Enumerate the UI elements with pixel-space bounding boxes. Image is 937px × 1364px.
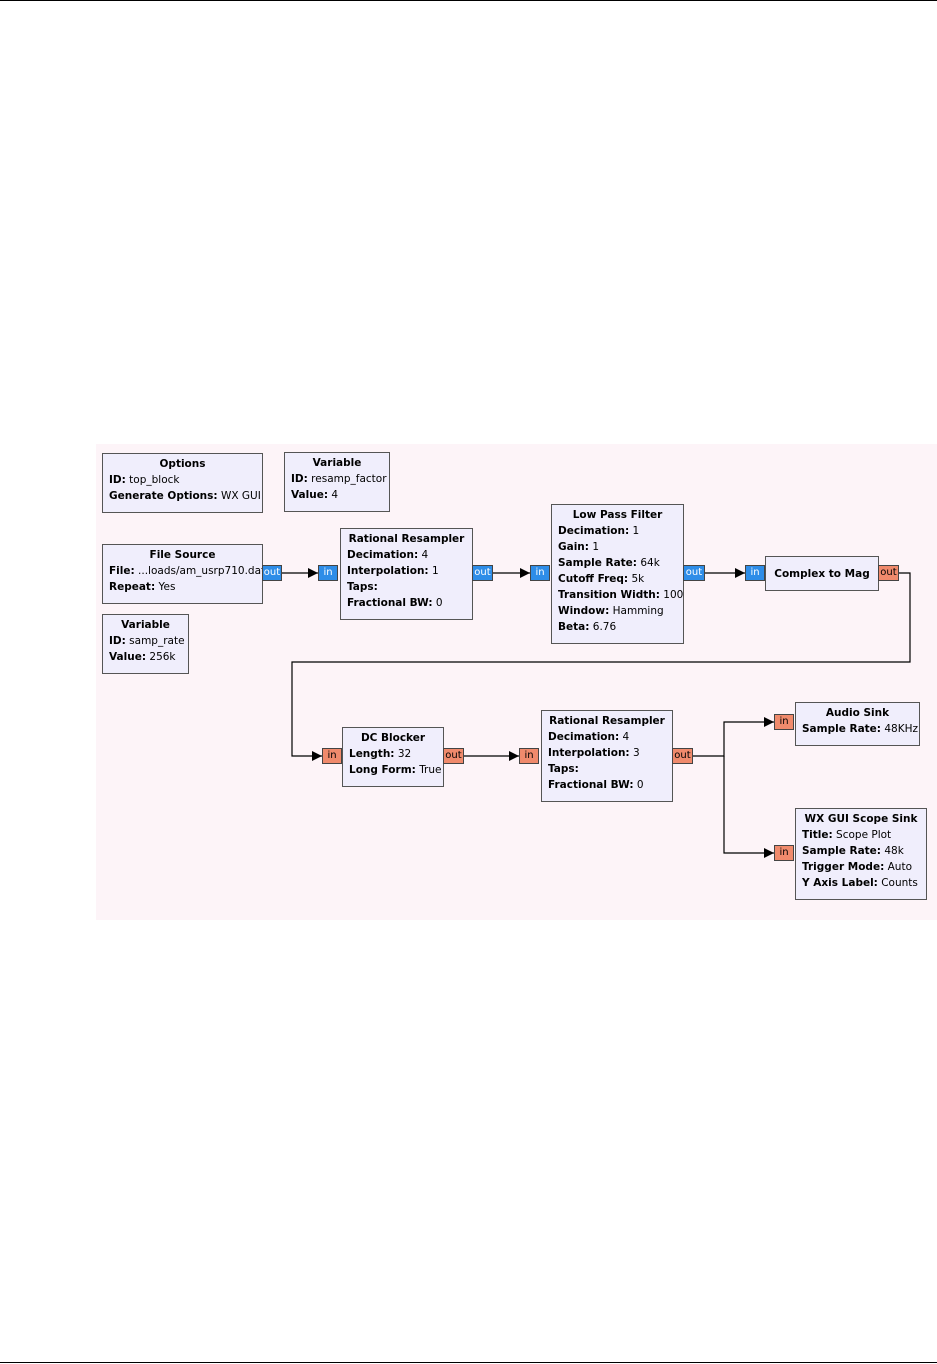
param-sample-rate: Sample Rate: 48KHz xyxy=(802,723,918,735)
param-decimation: Decimation: 4 xyxy=(548,731,630,743)
param-beta: Beta: 6.76 xyxy=(558,621,617,633)
scope-sink-in-port[interactable]: in xyxy=(774,845,794,861)
block-title: Complex to Mag xyxy=(774,567,870,580)
param-decimation: Decimation: 4 xyxy=(347,549,429,561)
wx-gui-scope-sink-block[interactable]: WX GUI Scope Sink Title: Scope Plot Samp… xyxy=(795,808,927,900)
block-title: Rational Resampler xyxy=(549,715,665,727)
complex-to-mag-block[interactable]: Complex to Mag xyxy=(765,556,879,591)
page-bottom-rule xyxy=(0,1362,937,1363)
param-id: ID: resamp_factor xyxy=(291,473,387,485)
variable-samp-rate-block[interactable]: Variable ID: samp_rate Value: 256k xyxy=(102,614,189,674)
wire-resampler2-to-scope-sink xyxy=(723,756,774,858)
param-generate-options: Generate Options: WX GUI xyxy=(109,490,261,502)
block-title: Variable xyxy=(312,457,362,469)
block-title: Variable xyxy=(121,619,170,631)
resampler1-out-port[interactable]: out xyxy=(472,565,493,581)
rational-resampler-2-block[interactable]: Rational Resampler Decimation: 4 Interpo… xyxy=(541,710,673,802)
dc-blocker-in-port[interactable]: in xyxy=(322,748,342,764)
connection-wires xyxy=(282,568,911,858)
audio-sink-in-port[interactable]: in xyxy=(774,714,794,730)
low-pass-filter-block[interactable]: Low Pass Filter Decimation: 1 Gain: 1 Sa… xyxy=(551,504,684,644)
lpf-in-port[interactable]: in xyxy=(530,565,550,581)
param-decimation: Decimation: 1 xyxy=(558,525,640,537)
resampler1-in-port[interactable]: in xyxy=(318,565,338,581)
dc-blocker-block[interactable]: DC Blocker Length: 32 Long Form: True xyxy=(342,727,444,787)
param-cutoff-freq: Cutoff Freq: 5k xyxy=(558,573,645,585)
param-file: File: ...loads/am_usrp710.dat xyxy=(109,565,266,577)
param-sample-rate: Sample Rate: 64k xyxy=(558,557,660,569)
resampler2-out-port[interactable]: out xyxy=(672,748,693,764)
dc-blocker-out-port[interactable]: out xyxy=(443,748,464,764)
param-taps: Taps: xyxy=(347,581,378,593)
options-block[interactable]: Options ID: top_block Generate Options: … xyxy=(102,453,263,513)
lpf-out-port[interactable]: out xyxy=(683,565,705,581)
param-title: Title: Scope Plot xyxy=(802,829,892,841)
param-value: Value: 4 xyxy=(291,489,339,501)
param-fractional-bw: Fractional BW: 0 xyxy=(548,779,644,791)
wire-complex-to-mag-to-dc-blocker xyxy=(291,572,911,761)
audio-sink-block[interactable]: Audio Sink Sample Rate: 48KHz xyxy=(795,702,920,746)
variable-resamp-factor-block[interactable]: Variable ID: resamp_factor Value: 4 xyxy=(284,452,390,512)
block-title: Audio Sink xyxy=(825,707,890,719)
param-length: Length: 32 xyxy=(349,748,412,760)
block-title: WX GUI Scope Sink xyxy=(804,813,918,825)
param-id: ID: samp_rate xyxy=(109,635,185,647)
param-taps: Taps: xyxy=(548,763,579,775)
complex-to-mag-out-port[interactable]: out xyxy=(878,565,899,581)
param-id: ID: top_block xyxy=(109,474,180,486)
resampler2-in-port[interactable]: in xyxy=(519,748,539,764)
flowgraph-canvas[interactable]: Options ID: top_block Generate Options: … xyxy=(96,444,937,920)
block-title: DC Blocker xyxy=(360,732,426,744)
param-trigger-mode: Trigger Mode: Auto xyxy=(802,861,913,873)
file-source-out-port[interactable]: out xyxy=(262,565,282,581)
block-title: Rational Resampler xyxy=(348,533,465,545)
wire-resampler2-to-audio-sink xyxy=(693,717,774,757)
complex-to-mag-in-port[interactable]: in xyxy=(745,565,765,581)
param-long-form: Long Form: True xyxy=(349,764,442,776)
param-sample-rate: Sample Rate: 48k xyxy=(802,845,904,857)
param-interpolation: Interpolation: 3 xyxy=(548,747,640,759)
file-source-block[interactable]: File Source File: ...loads/am_usrp710.da… xyxy=(102,544,266,604)
param-value: Value: 256k xyxy=(109,651,176,663)
param-y-axis-label: Y Axis Label: Counts xyxy=(802,877,918,889)
block-title: Low Pass Filter xyxy=(572,509,663,521)
param-interpolation: Interpolation: 1 xyxy=(347,565,439,577)
block-title: Options xyxy=(159,458,206,470)
param-repeat: Repeat: Yes xyxy=(109,581,176,593)
param-transition-width: Transition Width: 100 xyxy=(558,589,684,601)
rational-resampler-1-block[interactable]: Rational Resampler Decimation: 4 Interpo… xyxy=(340,528,473,620)
param-fractional-bw: Fractional BW: 0 xyxy=(347,597,443,609)
page-top-rule xyxy=(0,0,937,1)
block-title: File Source xyxy=(149,549,216,561)
param-window: Window: Hamming xyxy=(558,605,664,617)
param-gain: Gain: 1 xyxy=(558,541,600,553)
